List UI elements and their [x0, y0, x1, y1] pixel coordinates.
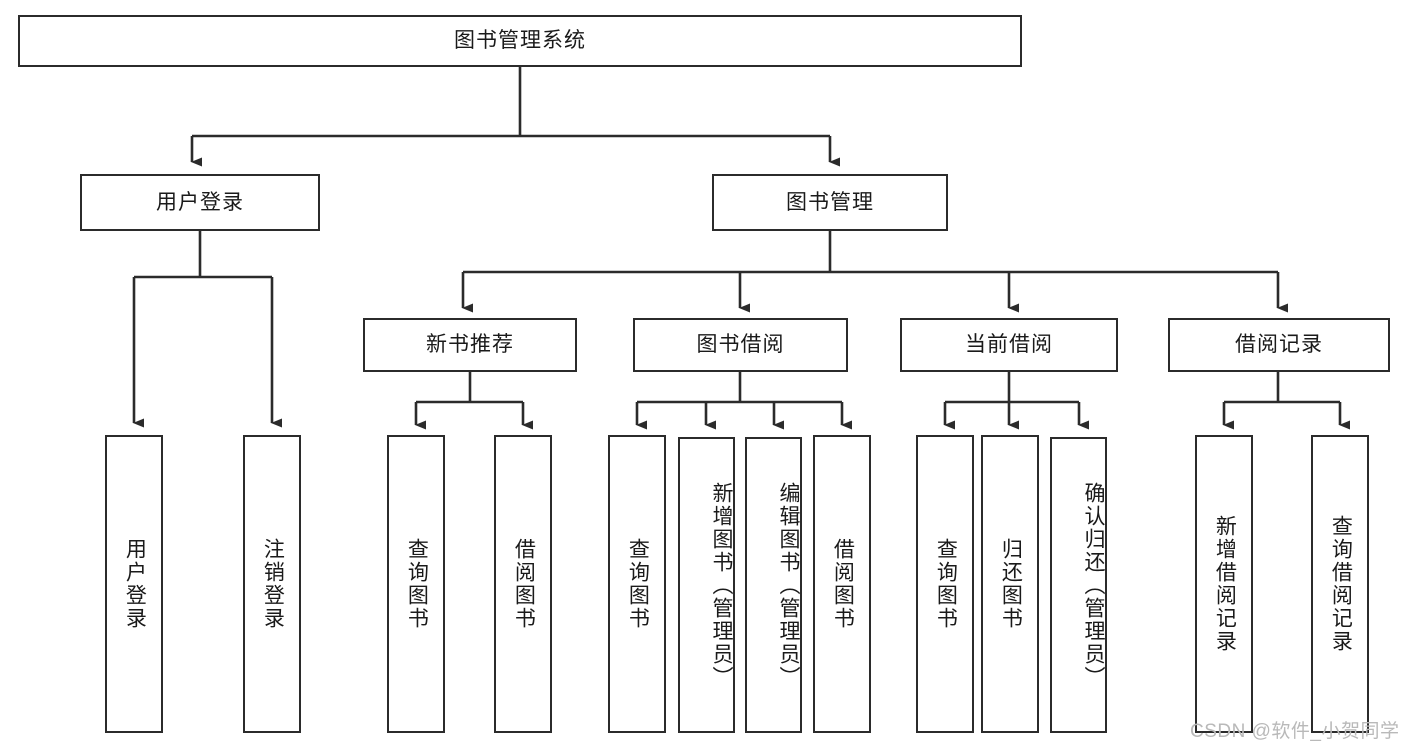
node-leaf-add-book-label: 新增图书（管理员）: [710, 481, 733, 689]
node-current-borrow[interactable]: 当前借阅: [900, 318, 1118, 372]
node-borrow-record[interactable]: 借阅记录: [1168, 318, 1390, 372]
node-leaf-query-book-2[interactable]: 查询图书: [608, 435, 666, 733]
node-user-login[interactable]: 用户登录: [80, 174, 320, 231]
node-leaf-user-login-label: 用户登录: [123, 538, 147, 630]
node-root[interactable]: 图书管理系统: [18, 15, 1022, 67]
node-leaf-edit-book[interactable]: 编辑图书（管理员）: [745, 437, 802, 733]
node-book-management[interactable]: 图书管理: [712, 174, 948, 231]
node-leaf-borrow-book-1[interactable]: 借阅图书: [494, 435, 552, 733]
node-leaf-return-book[interactable]: 归还图书: [981, 435, 1039, 733]
node-leaf-query-book-3-label: 查询图书: [934, 538, 958, 630]
node-book-borrow[interactable]: 图书借阅: [633, 318, 848, 372]
node-leaf-logout-login[interactable]: 注销登录: [243, 435, 301, 733]
node-leaf-query-book-1-label: 查询图书: [405, 538, 429, 630]
node-leaf-add-book[interactable]: 新增图书（管理员）: [678, 437, 735, 733]
node-leaf-borrow-book-2[interactable]: 借阅图书: [813, 435, 871, 733]
node-leaf-add-record[interactable]: 新增借阅记录: [1195, 435, 1253, 733]
node-book-management-label: 图书管理: [786, 190, 874, 214]
node-new-book-recommend[interactable]: 新书推荐: [363, 318, 577, 372]
node-leaf-add-record-label: 新增借阅记录: [1213, 515, 1237, 653]
node-new-book-recommend-label: 新书推荐: [426, 333, 514, 357]
node-leaf-query-book-1[interactable]: 查询图书: [387, 435, 445, 733]
node-user-login-label: 用户登录: [156, 190, 244, 214]
node-leaf-return-book-label: 归还图书: [999, 538, 1023, 630]
node-leaf-query-record-label: 查询借阅记录: [1329, 515, 1353, 653]
csdn-watermark: CSDN @软件_小贺同学: [1190, 721, 1400, 742]
node-leaf-confirm-return[interactable]: 确认归还（管理员）: [1050, 437, 1107, 733]
node-borrow-record-label: 借阅记录: [1235, 333, 1323, 357]
node-leaf-user-login[interactable]: 用户登录: [105, 435, 163, 733]
node-leaf-logout-login-label: 注销登录: [261, 538, 285, 630]
node-book-borrow-label: 图书借阅: [696, 333, 785, 357]
node-leaf-query-book-3[interactable]: 查询图书: [916, 435, 974, 733]
node-leaf-borrow-book-1-label: 借阅图书: [512, 538, 536, 630]
node-root-label: 图书管理系统: [454, 29, 586, 53]
node-leaf-query-record[interactable]: 查询借阅记录: [1311, 435, 1369, 733]
node-leaf-confirm-return-label: 确认归还（管理员）: [1082, 481, 1105, 689]
node-leaf-edit-book-label: 编辑图书（管理员）: [777, 481, 800, 689]
node-current-borrow-label: 当前借阅: [965, 333, 1053, 357]
node-leaf-borrow-book-2-label: 借阅图书: [831, 538, 855, 630]
node-leaf-query-book-2-label: 查询图书: [626, 538, 650, 630]
